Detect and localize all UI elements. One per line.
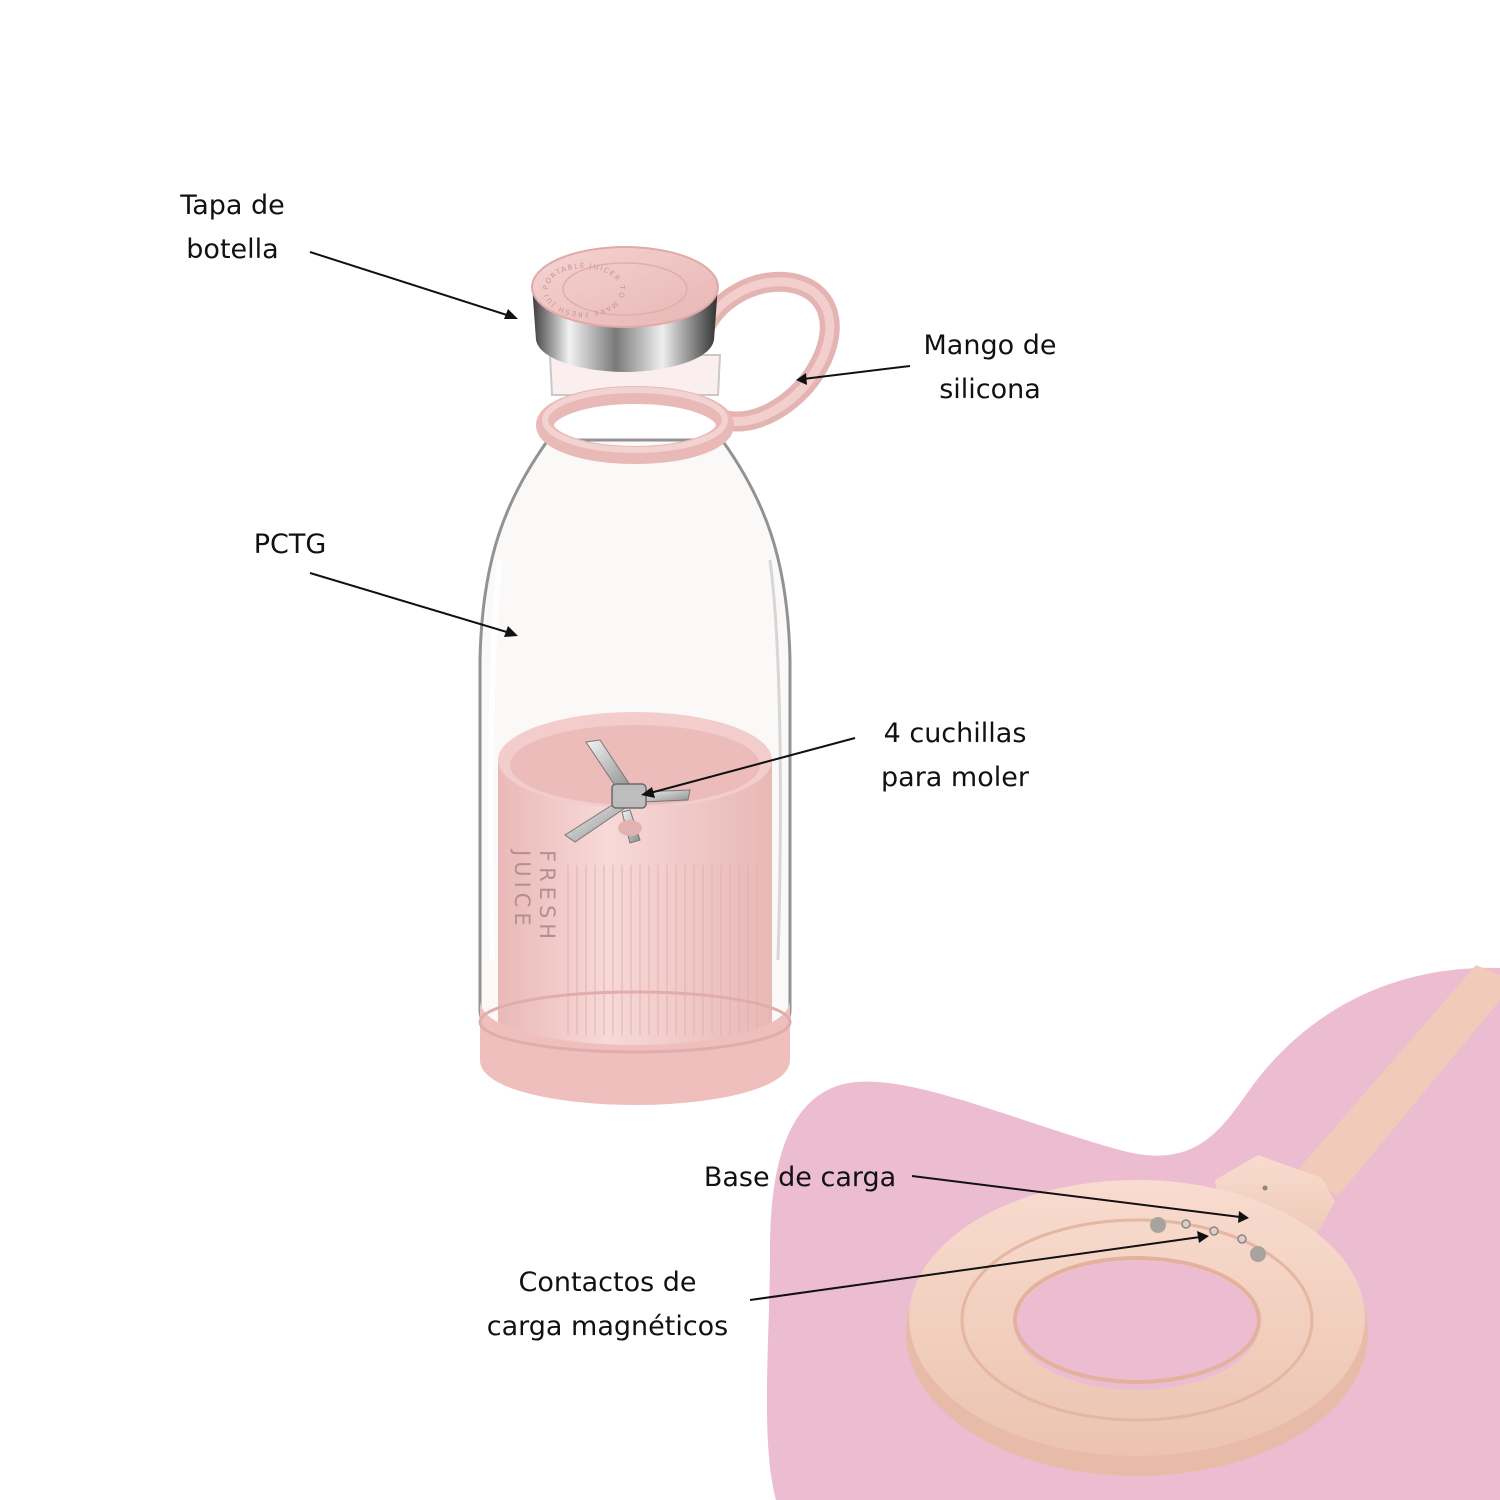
- blender-bottle: FRESH JUICE PORTABLE JUICER TO MAKE FRES…: [0, 0, 840, 1105]
- arrowhead-contactos: [1197, 1231, 1209, 1243]
- arrow-contactos: [749, 1236, 1201, 1301]
- label-pctg: PCTG: [225, 523, 355, 567]
- dock-ring-hole: [1015, 1260, 1259, 1390]
- bottle-cap: PORTABLE JUICER TO MAKE FRESH JUICE EVER…: [0, 0, 719, 372]
- label-line: para moler: [881, 762, 1029, 793]
- contact-pin: [1209, 1226, 1219, 1236]
- callout-arrows: [309, 251, 1249, 1301]
- label-line: botella: [186, 234, 279, 265]
- arrowhead-tapa: [504, 309, 518, 319]
- silicone-handle: [690, 271, 840, 432]
- blade-shaft: [618, 820, 642, 836]
- brand-print: FRESH JUICE: [510, 848, 559, 944]
- base-rim: [478, 990, 792, 1054]
- dock-cable: [1298, 965, 1500, 1196]
- arrow-pctg: [309, 572, 511, 634]
- glass-reflection: [768, 559, 782, 961]
- contact-magnet: [1250, 1246, 1266, 1262]
- cap-inner-circle: [562, 262, 688, 316]
- charging-dock: [906, 965, 1500, 1476]
- cup-inner: [510, 725, 760, 805]
- cup-ribs: [560, 865, 765, 1035]
- label-contactos-magneticos: Contactos de carga magnéticos: [450, 1261, 765, 1349]
- label-line: Tapa de: [180, 190, 285, 221]
- glass-highlight: [487, 559, 503, 961]
- arrowhead-pctg: [504, 626, 518, 637]
- label-line: silicona: [939, 374, 1041, 405]
- label-cuchillas: 4 cuchillas para moler: [850, 712, 1060, 800]
- label-line: Contactos de: [518, 1267, 697, 1298]
- arrow-mango: [802, 365, 911, 380]
- arrowhead-base: [1238, 1211, 1249, 1223]
- neck-ring-shine: [542, 387, 728, 453]
- label-base-de-carga: Base de carga: [680, 1156, 920, 1200]
- arrow-cuchillas: [649, 737, 856, 794]
- contact-magnet: [1150, 1217, 1166, 1233]
- label-line: PCTG: [253, 529, 327, 560]
- label-tapa-de-botella: Tapa de botella: [145, 184, 320, 272]
- indicator-dot: [1262, 1185, 1268, 1191]
- label-line: Base de carga: [703, 1162, 897, 1193]
- arrowhead-mango: [796, 373, 807, 385]
- blade-hub: [611, 783, 647, 809]
- arrowhead-cuchillas: [641, 787, 655, 798]
- magnetic-contacts: [1150, 1185, 1268, 1262]
- label-line: Mango de: [923, 330, 1057, 361]
- brand-line-1: FRESH: [535, 850, 559, 944]
- dock-ring-groove: [960, 1218, 1314, 1422]
- arrow-tapa: [309, 251, 511, 317]
- contact-pin: [1237, 1234, 1247, 1244]
- arrow-base: [911, 1175, 1241, 1218]
- contact-pin: [1181, 1219, 1191, 1229]
- dock-hole-lip: [1013, 1256, 1261, 1384]
- label-mango-de-silicona: Mango de silicona: [900, 324, 1080, 412]
- label-line: 4 cuchillas: [883, 718, 1027, 749]
- label-line: carga magnéticos: [486, 1311, 729, 1342]
- brand-line-2: JUICE: [510, 848, 534, 931]
- neck-ring: [536, 386, 734, 464]
